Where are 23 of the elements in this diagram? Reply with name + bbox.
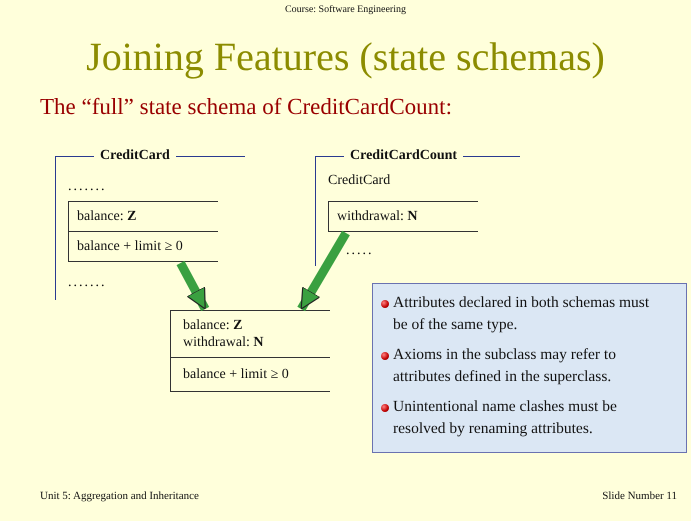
footer-text: Unit 5: Aggregation and Inheritance: [40, 490, 199, 502]
note-text: Unintentional name clashes must be resolved by renaming attributes.: [393, 397, 618, 439]
note-box: [372, 283, 687, 453]
schema-box: [170, 310, 330, 392]
predicate-text: balance + limit ≥ 0: [171, 357, 330, 391]
predicate-text: balance + limit ≥ 0: [69, 231, 218, 261]
course-label: Course: Software Engineering: [284, 4, 408, 15]
ellipsis-text: .......: [68, 275, 106, 291]
note-text: Attributes declared in both schemas must be of the same type.: [393, 293, 650, 335]
slide-title: Joining Features (state schemas): [85, 33, 606, 81]
declaration-text: withdrawal: N: [329, 201, 478, 231]
predicate-box: [68, 201, 218, 262]
declaration-text: balance: Z: [183, 317, 244, 334]
ellipsis-text: .......: [68, 179, 106, 195]
arrow: [176, 260, 210, 312]
arrow: [297, 230, 350, 312]
included-schema-name: CreditCard: [328, 173, 390, 189]
note-text: Axioms in the subclass may refer to attributes defined in the superclass.: [393, 345, 617, 387]
declaration-text: balance: Z: [69, 201, 218, 231]
declaration-text: withdrawal: N: [183, 334, 264, 351]
subtitle-text: The “full” state schema of CreditCardCount:: [40, 93, 452, 121]
slide-number: Slide Number 11: [602, 490, 677, 502]
ellipsis-text: .....: [346, 243, 374, 259]
